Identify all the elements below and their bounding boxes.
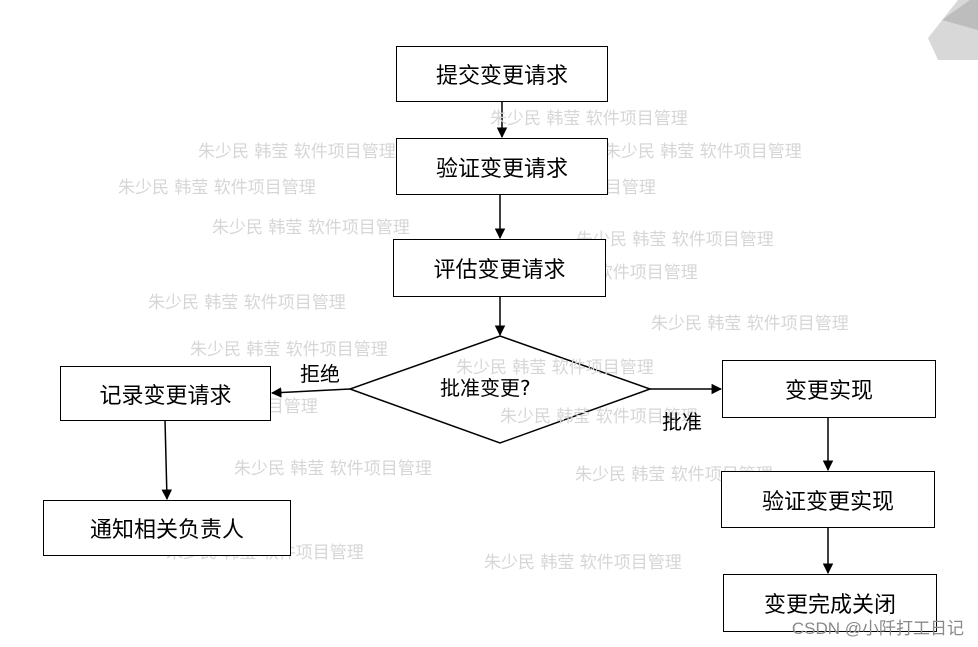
reject-label: 拒绝 [300, 362, 340, 386]
csdn-credit: CSDN @小阡打工日记 [791, 619, 964, 638]
arrow-decision-to-record [270, 387, 351, 398]
approve-label: 批准 [662, 410, 702, 434]
node-record-request: 记录变更请求 [60, 366, 271, 421]
node-verify-implementation: 验证变更实现 [721, 471, 935, 528]
node-approve-decision: 批准变更? [440, 376, 531, 400]
node-verify-request: 验证变更请求 [396, 138, 608, 195]
decision-diamond [347, 335, 653, 444]
corner-decoration [928, 0, 978, 60]
arrow-record-to-notify [161, 419, 173, 501]
node-submit-request: 提交变更请求 [396, 46, 608, 102]
node-notify-owner: 通知相关负责人 [43, 500, 291, 556]
node-implement-change: 变更实现 [722, 360, 936, 418]
node-change-closed: 变更完成关闭 [723, 574, 937, 632]
node-evaluate-request: 评估变更请求 [393, 239, 606, 297]
